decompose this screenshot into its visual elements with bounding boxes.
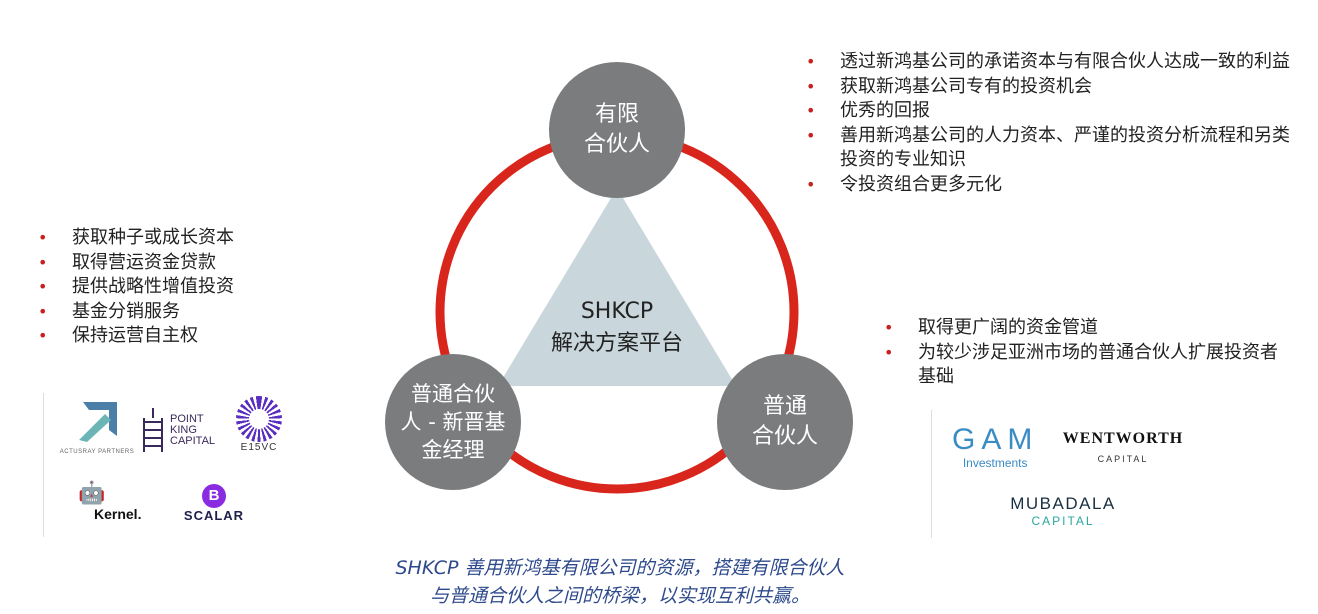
node-label: 人 - 新晋基 [400, 410, 506, 434]
list-item: 获取新鸿基公司专有的投资机会 [806, 75, 1296, 100]
list-item: 透过新鸿基公司的承诺资本与有限合伙人达成一致的利益 [806, 50, 1296, 75]
center-title: SHKCP [580, 299, 654, 324]
wentworth-logo: WENTWORTH CAPITAL [1062, 430, 1184, 464]
gp-benefits-list: 取得更广阔的资金管道 为较少涉足亚洲市场的普通合伙人扩展投资者基础 [884, 316, 1284, 390]
divider [931, 410, 932, 538]
node-emerging-gp: 普通合伙人 - 新晋基金经理 [385, 354, 521, 490]
actusray-logo: ACTUSRAY PARTNERS [58, 400, 136, 455]
divider [43, 393, 44, 537]
lp-benefits-list: 透过新鸿基公司的承诺资本与有限合伙人达成一致的利益 获取新鸿基公司专有的投资机会… [806, 50, 1296, 197]
caption: SHKCP 善用新鸿基有限公司的资源，搭建有限合伙人 与普通合伙人之间的桥梁，以… [300, 554, 940, 610]
caption-line: SHKCP 善用新鸿基有限公司的资源，搭建有限合伙人 [395, 557, 845, 579]
list-item: 取得更广阔的资金管道 [884, 316, 1284, 341]
scalar-logo: B SCALAR [175, 484, 253, 523]
list-item: 提供战略性增值投资 [38, 275, 338, 300]
list-item: 善用新鸿基公司的人力资本、严谨的投资分析流程和另类投资的专业知识 [806, 124, 1296, 173]
list-item: 优秀的回报 [806, 99, 1296, 124]
list-item: 保持运营自主权 [38, 324, 338, 349]
actusray-arrow-icon [79, 402, 117, 442]
node-limited-partner: 有限合伙人 [549, 62, 685, 198]
node-label: 合伙人 [751, 424, 818, 449]
pointking-tower-icon [143, 408, 163, 452]
mubadala-logo: MUBADALA CAPITAL [1010, 494, 1116, 528]
node-general-partner: 普通合伙人 [717, 354, 853, 490]
list-item: 获取种子或成长资本 [38, 226, 338, 251]
node-label: 合伙人 [583, 132, 650, 157]
list-item: 取得营运资金贷款 [38, 251, 338, 276]
e15vc-dots-icon [236, 396, 282, 442]
list-item: 基金分销服务 [38, 300, 338, 325]
node-label: 有限 [594, 102, 639, 127]
list-item: 为较少涉足亚洲市场的普通合伙人扩展投资者基础 [884, 341, 1284, 390]
platform-triangle [498, 188, 736, 386]
node-label: 普通合伙 [411, 382, 495, 406]
gam-logo: GAM Investments [952, 423, 1039, 471]
emerging-gp-benefits-list: 获取种子或成长资本 取得营运资金贷款 提供战略性增值投资 基金分销服务 保持运营… [38, 226, 338, 349]
kernel-logo: 🤖 Kernel. [78, 480, 142, 522]
bitcoin-icon: B [202, 484, 226, 508]
center-label: SHKCP 解决方案平台 [517, 296, 717, 360]
node-label: 普通 [762, 394, 807, 419]
list-item: 令投资组合更多元化 [806, 173, 1296, 198]
pointking-logo: POINT KING CAPITAL [140, 408, 224, 452]
caption-line: 与普通合伙人之间的桥梁，以实现互利共赢。 [429, 585, 810, 607]
node-label: 金经理 [421, 438, 485, 462]
e15vc-logo: E15VC [230, 396, 288, 453]
robot-icon: 🤖 [78, 480, 106, 505]
center-subtitle: 解决方案平台 [550, 331, 683, 356]
